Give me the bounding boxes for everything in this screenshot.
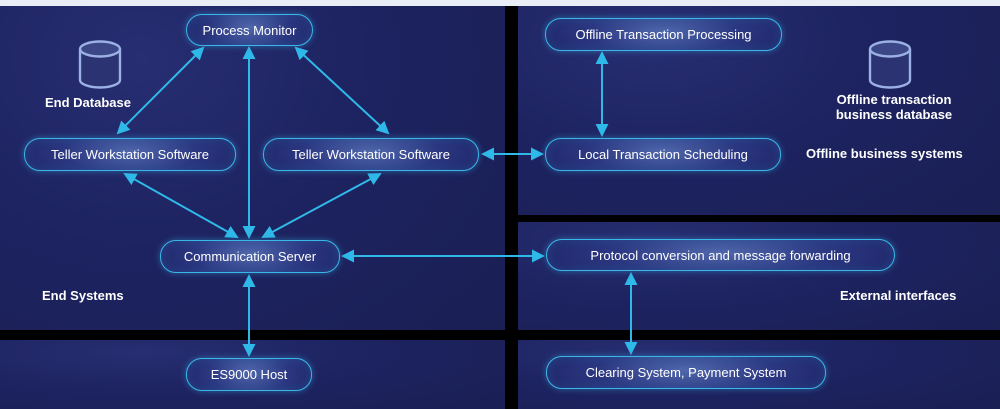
offline-database-icon (868, 40, 912, 89)
label-end-systems: End Systems (42, 288, 124, 303)
end-database-icon (78, 40, 122, 89)
separator-line (0, 0, 1000, 6)
node-process-monitor: Process Monitor (186, 14, 313, 46)
node-teller-workstation-left: Teller Workstation Software (24, 138, 236, 171)
label-offline-business-systems: Offline business systems (806, 146, 963, 161)
node-teller-workstation-right: Teller Workstation Software (263, 138, 479, 171)
node-es9000-host: ES9000 Host (186, 358, 312, 391)
node-protocol-conversion: Protocol conversion and message forwardi… (546, 239, 895, 271)
label-external-interfaces: External interfaces (840, 288, 957, 303)
panel-external-interfaces (518, 222, 1000, 330)
label-offline-database: Offline transaction business database (835, 92, 953, 123)
node-clearing-payment-system: Clearing System, Payment System (546, 356, 826, 389)
node-local-transaction-scheduling: Local Transaction Scheduling (545, 138, 781, 171)
node-communication-server: Communication Server (160, 240, 340, 273)
label-end-database: End Database (45, 95, 131, 110)
node-offline-transaction-processing: Offline Transaction Processing (545, 18, 782, 51)
